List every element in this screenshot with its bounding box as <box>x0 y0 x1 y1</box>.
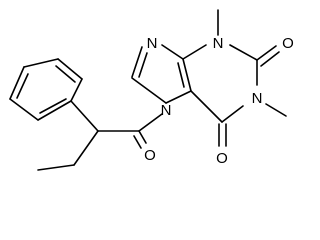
bond-cacyl-o-b <box>133 135 142 149</box>
bond-ph-double-3 <box>39 98 67 114</box>
atom-n1: N <box>252 90 263 107</box>
bond-n9-c8-double-outer <box>131 46 143 78</box>
bonds <box>9 9 287 171</box>
bond-n1-c6 <box>221 105 244 123</box>
bond-c5-c4 <box>182 58 192 92</box>
bond-cacyl-o-a <box>138 130 147 144</box>
bond-ph-1 <box>70 78 83 102</box>
bond-ph-double-1 <box>55 65 76 83</box>
bond-ph-6 <box>37 100 72 121</box>
bond-c2-o2-b <box>260 51 280 67</box>
bond-c4-c5-double-inner <box>177 62 185 88</box>
bond-calpha-ch2 <box>73 130 99 166</box>
atom-n7: N <box>161 102 172 119</box>
bond-ph-2 <box>57 58 83 80</box>
bond-c4-n9 <box>161 44 184 60</box>
chemical-structure: N N O N N O O <box>9 9 294 171</box>
bond-c4-n3 <box>182 44 207 60</box>
atom-labels: N N O N N O O <box>144 35 294 167</box>
bond-c2-o2-a <box>256 45 277 61</box>
bond-c8-n7 <box>131 77 167 104</box>
atom-n9: N <box>147 35 158 52</box>
atom-o2: O <box>282 35 294 52</box>
atom-o6: O <box>216 150 228 167</box>
bond-ph-4 <box>9 66 25 100</box>
atom-n3: N <box>213 35 224 52</box>
bond-ph-3 <box>23 58 59 68</box>
bond-n7-c5 <box>165 90 192 104</box>
bond-ch2-ch3 <box>37 164 75 171</box>
bond-n9-c8-double-inner <box>138 52 148 78</box>
bond-ph-5 <box>9 98 39 121</box>
bond-n3-c2 <box>229 44 258 61</box>
bond-ph-double-2 <box>16 73 29 99</box>
bond-n1-methyl <box>265 103 287 117</box>
bond-c6-c5 <box>190 90 223 123</box>
bond-n7-cacyl <box>138 113 163 132</box>
atom-o-acyl: O <box>144 147 156 164</box>
bond-calpha-phenyl <box>70 100 99 132</box>
